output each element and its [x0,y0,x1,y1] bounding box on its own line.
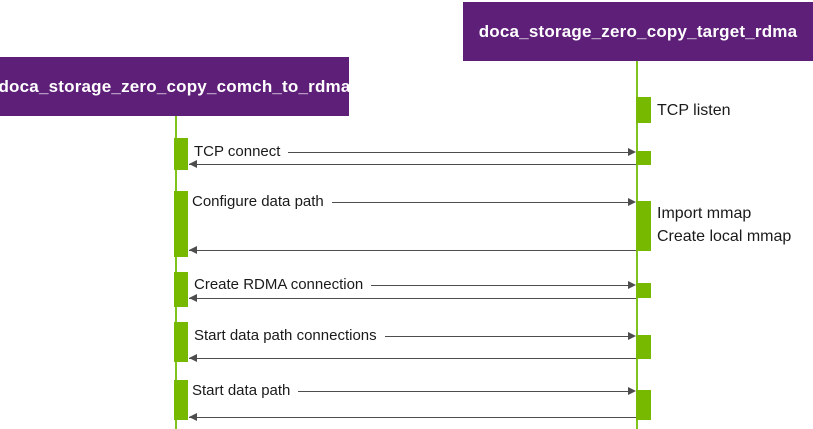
activation-target-create-rdma-connection [636,283,651,298]
arrow-right-icon [628,387,636,395]
message-start-data-path-connections-line [384,335,628,337]
activation-target-tcp-connect [636,151,651,165]
activation-target-start-data-path-connections [636,335,651,359]
arrow-right-icon [628,198,636,206]
message-configure-data-path-label: Configure data path [192,193,324,210]
activation-comch-create-rdma-connection [174,272,188,307]
activation-target-configure-data-path [636,201,651,251]
message-configure-data-path: Configure data path [192,192,636,212]
message-create-rdma-connection-line [371,284,628,286]
message-start-data-path: Start data path [192,381,636,401]
message-create-rdma-connection: Create RDMA connection [194,275,636,295]
participant-target-rdma-label: doca_storage_zero_copy_target_rdma [478,21,798,41]
message-tcp-connect: TCP connect [194,142,636,162]
message-create-rdma-connection-label: Create RDMA connection [194,276,364,293]
arrow-right-icon [628,148,636,156]
return-start-data-path [189,412,636,422]
arrow-right-icon [628,281,636,289]
note-create-local-mmap: Create local mmap [657,228,792,245]
return-start-data-path-connections [189,353,636,363]
return-configure-data-path [189,245,636,255]
note-import-mmap: Import mmap [657,205,752,222]
activation-comch-start-data-path [174,380,188,420]
message-start-data-path-label: Start data path [192,382,291,399]
message-tcp-connect-label: TCP connect [194,143,281,160]
return-create-rdma-connection [189,293,636,303]
message-configure-data-path-line [331,201,628,203]
participant-comch-to-rdma: doca_storage_zero_copy_comch_to_rdma [0,57,351,116]
activation-comch-tcp-connect [174,138,188,170]
activation-comch-start-data-path-connections [174,322,188,362]
message-start-data-path-connections: Start data path connections [194,326,636,346]
arrow-right-icon [628,332,636,340]
activation-target-start-data-path [636,390,651,420]
message-start-data-path-connections-label: Start data path connections [194,327,377,344]
activation-target-tcp-listen [636,97,651,123]
activation-comch-configure-data-path [174,191,188,257]
participant-comch-to-rdma-label: doca_storage_zero_copy_comch_to_rdma [0,76,351,96]
message-start-data-path-line [298,390,628,392]
message-tcp-connect-line [288,151,628,153]
return-tcp-connect [189,159,636,169]
note-tcp-listen: TCP listen [657,102,731,119]
participant-target-rdma: doca_storage_zero_copy_target_rdma [463,2,813,61]
